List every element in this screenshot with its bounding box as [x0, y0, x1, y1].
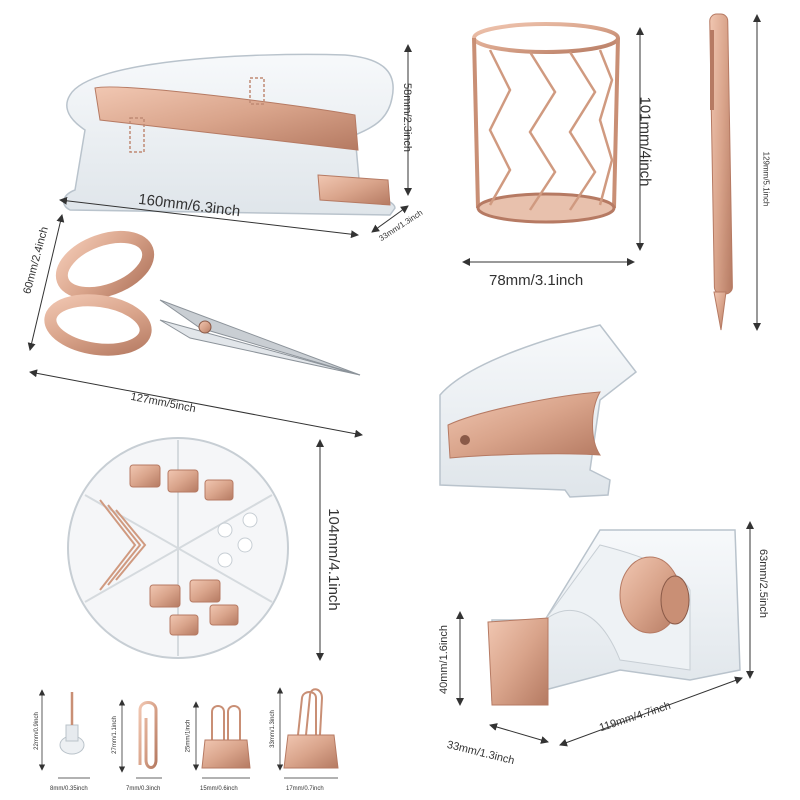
stapler-length-arrow [59, 196, 359, 239]
pushpin-width-label: 8mm/0.35inch [50, 786, 88, 792]
stapler-height-label: 58mm/2.3inch [401, 82, 414, 153]
pen-holder-width-label: 78mm/3.1inch [489, 272, 584, 289]
pushpin [59, 692, 85, 755]
tape-height-label: 63mm/2.5inch [757, 548, 770, 619]
large-binder-height-label: 33mm/1.3inch [269, 710, 276, 748]
small-binder-clip [201, 705, 251, 769]
large-binder-clip [283, 688, 339, 769]
tape-length-arrow [559, 676, 743, 747]
staple-remover [439, 324, 638, 498]
paperclip [138, 701, 158, 769]
stapler [63, 53, 396, 216]
pen [709, 13, 733, 331]
large-binder-width-label: 17mm/0.7inch [286, 786, 324, 792]
pushpin-height-label: 22mm/0.9inch [33, 712, 40, 750]
scissors-length-arrow [29, 369, 363, 438]
tape-base-label: 40mm/1.6inch [438, 624, 451, 695]
scissors [44, 230, 361, 376]
paperclip-height-label: 27mm/1.1inch [111, 716, 118, 754]
pen-length-label: 129mm/5.1inch [761, 151, 771, 207]
pen-holder-height-label: 101mm/4inch [636, 96, 654, 187]
tape-dispenser [487, 529, 741, 706]
stapler-width-arrow [371, 205, 409, 233]
tape-width-arrow [489, 723, 549, 744]
small-binder-height-label: 25mm/1inch [185, 719, 192, 753]
small-binder-width-label: 15mm/0.6inch [200, 786, 238, 792]
pen-holder [472, 22, 620, 224]
clip-box [67, 437, 289, 659]
clip-box-label: 104mm/4.1inch [324, 508, 342, 611]
paperclip-width-label: 7mm/0.3inch [126, 786, 161, 792]
scissors-width-arrow [27, 214, 65, 351]
